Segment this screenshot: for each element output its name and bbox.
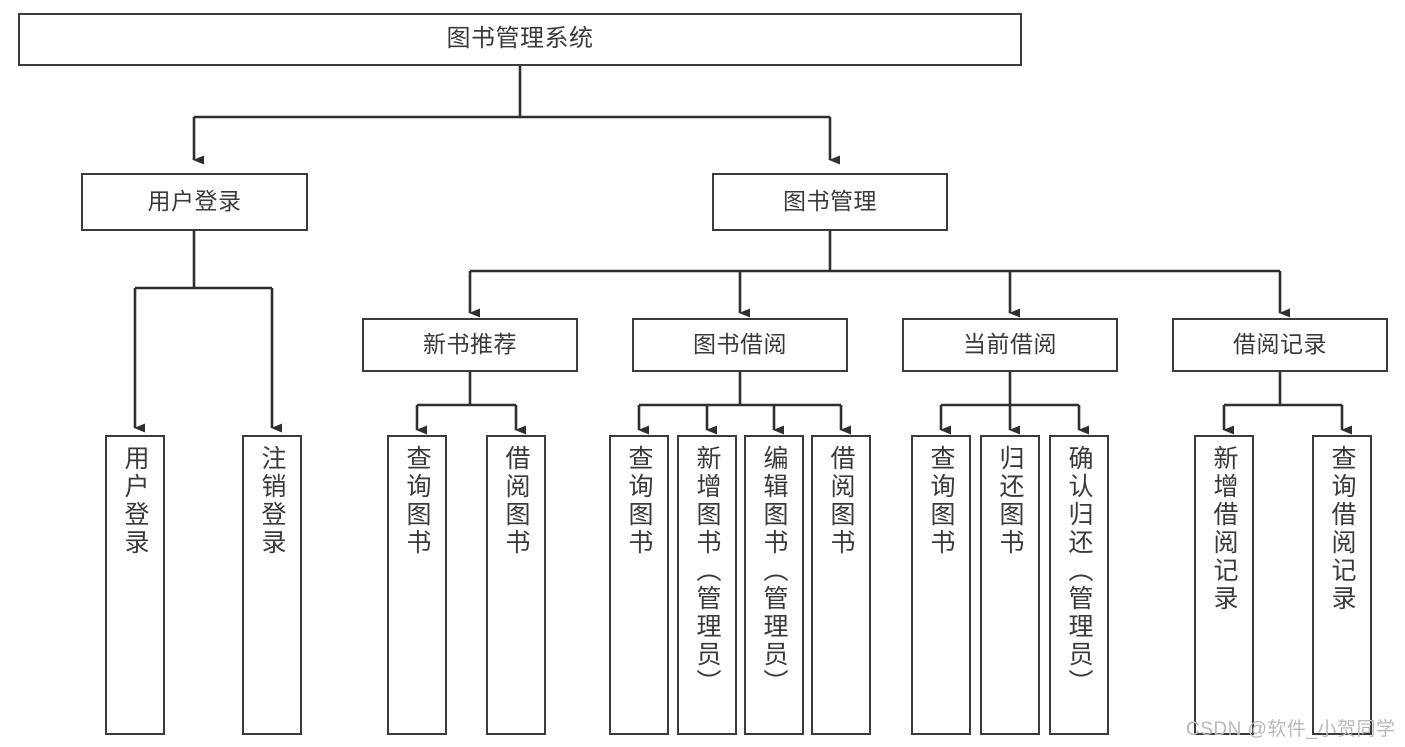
node-root-label: 图书管理系统 — [446, 25, 594, 53]
node-leaf-confirm-return[interactable]: 确认归还（管理员） — [1049, 435, 1109, 735]
node-leaf-logout-login-label: 注销登录 — [258, 445, 286, 557]
node-leaf-query-book-1[interactable]: 查询图书 — [387, 435, 447, 735]
node-leaf-query-book-2[interactable]: 查询图书 — [609, 435, 669, 735]
node-root[interactable]: 图书管理系统 — [18, 13, 1022, 66]
node-leaf-query-book-3-label: 查询图书 — [927, 445, 955, 557]
node-leaf-borrow-book-1[interactable]: 借阅图书 — [486, 435, 546, 735]
node-book-borrow-label: 图书借阅 — [693, 331, 787, 358]
node-current-borrow[interactable]: 当前借阅 — [902, 318, 1118, 372]
node-leaf-edit-book-label: 编辑图书（管理员） — [760, 445, 788, 697]
node-user-login-label: 用户登录 — [147, 188, 242, 215]
node-leaf-user-login[interactable]: 用户登录 — [105, 435, 165, 735]
node-leaf-query-book-3[interactable]: 查询图书 — [911, 435, 971, 735]
node-book-manage[interactable]: 图书管理 — [712, 173, 948, 231]
node-leaf-confirm-return-label: 确认归还（管理员） — [1065, 445, 1093, 697]
node-leaf-borrow-book-2-label: 借阅图书 — [827, 445, 855, 557]
node-current-borrow-label: 当前借阅 — [963, 331, 1057, 358]
csdn-watermark: CSDN @软件_小贺同学 — [1186, 719, 1396, 740]
node-leaf-query-record-label: 查询借阅记录 — [1328, 445, 1356, 613]
node-leaf-add-book[interactable]: 新增图书（管理员） — [677, 435, 737, 735]
node-borrow-record-label: 借阅记录 — [1233, 331, 1327, 358]
node-leaf-add-book-label: 新增图书（管理员） — [693, 445, 721, 697]
node-leaf-logout-login[interactable]: 注销登录 — [242, 435, 302, 735]
node-leaf-query-record[interactable]: 查询借阅记录 — [1312, 435, 1372, 735]
node-leaf-add-record[interactable]: 新增借阅记录 — [1194, 435, 1254, 735]
node-book-manage-label: 图书管理 — [783, 188, 877, 215]
node-new-book-recommend-label: 新书推荐 — [423, 331, 517, 358]
node-leaf-return-book-label: 归还图书 — [996, 445, 1024, 557]
node-leaf-borrow-book-2[interactable]: 借阅图书 — [811, 435, 871, 735]
node-leaf-query-book-2-label: 查询图书 — [625, 445, 653, 557]
node-leaf-borrow-book-1-label: 借阅图书 — [502, 445, 530, 557]
node-leaf-user-login-label: 用户登录 — [121, 445, 149, 557]
node-leaf-edit-book[interactable]: 编辑图书（管理员） — [744, 435, 804, 735]
node-new-book-recommend[interactable]: 新书推荐 — [362, 318, 578, 372]
node-book-borrow[interactable]: 图书借阅 — [632, 318, 848, 372]
node-leaf-add-record-label: 新增借阅记录 — [1210, 445, 1238, 613]
node-leaf-return-book[interactable]: 归还图书 — [980, 435, 1040, 735]
node-leaf-query-book-1-label: 查询图书 — [403, 445, 431, 557]
node-user-login[interactable]: 用户登录 — [81, 173, 308, 231]
node-borrow-record[interactable]: 借阅记录 — [1172, 318, 1388, 372]
